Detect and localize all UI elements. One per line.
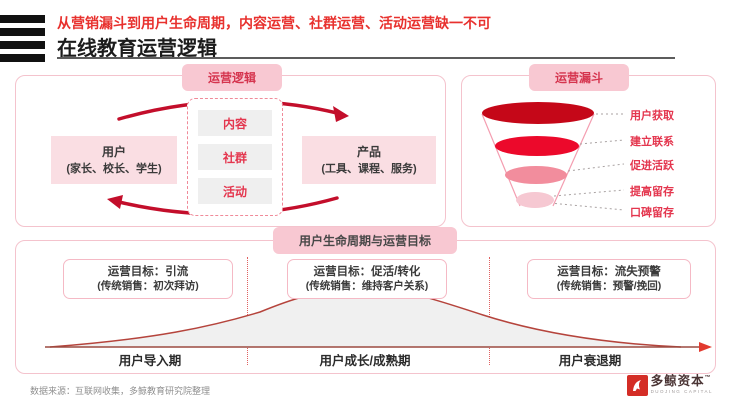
phase-divider xyxy=(489,257,490,365)
goal-subtitle: (传统销售：初次拜访) xyxy=(97,280,199,293)
user-box-title: 用户 xyxy=(101,144,126,159)
menu-icon[interactable] xyxy=(0,15,45,67)
leader-line xyxy=(553,189,625,197)
funnel-label-wom-retain: 口碑留存 xyxy=(630,207,674,219)
activity-item: 活动 xyxy=(198,178,272,204)
funnel-label-retain: 提高留存 xyxy=(630,186,674,198)
product-box: 产品 (工具、课程、服务) xyxy=(302,136,436,184)
goal-title: 运营目标：流失预警 xyxy=(557,266,661,279)
leader-line xyxy=(567,163,625,172)
user-box-subtitle: (家长、校长、学生) xyxy=(66,162,162,175)
logo-subtext: DUOJING CAPITAL xyxy=(650,388,713,394)
company-logo: 多鲸资本™ DUOJING CAPITAL xyxy=(626,374,713,396)
goal-box-decline: 运营目标：流失预警 (传统销售：预警/挽回) xyxy=(527,259,691,299)
funnel-side-left xyxy=(481,113,521,207)
lifecycle-curve-area xyxy=(50,288,681,347)
menu-icon-bar xyxy=(0,41,45,49)
menu-icon-bar xyxy=(0,54,45,62)
operations-middle-box: 内容 社群 活动 xyxy=(187,98,283,216)
content-item: 内容 xyxy=(198,110,272,136)
funnel-stage-activate xyxy=(505,166,567,184)
operations-funnel-panel: 用户获取 建立联系 促进活跃 提高留存 口碑留存 xyxy=(461,75,716,227)
funnel-stage-retain xyxy=(516,192,554,208)
menu-icon-bar xyxy=(0,28,45,36)
phase-label-decline: 用户衰退期 xyxy=(558,354,622,368)
funnel-label-acquisition: 用户获取 xyxy=(630,110,674,122)
goal-title: 运营目标：促活/转化 xyxy=(313,266,421,279)
data-source-note: 数据来源：互联网收集，多鲸教育研究院整理 xyxy=(30,386,211,396)
funnel-label-connect: 建立联系 xyxy=(630,136,674,148)
menu-icon-bar xyxy=(0,15,45,23)
whale-logo-icon xyxy=(626,375,648,396)
logic-panel-badge: 运营逻辑 xyxy=(181,64,283,91)
funnel-chart xyxy=(481,102,625,211)
phase-label-growth: 用户成长/成熟期 xyxy=(319,354,411,368)
goal-subtitle: (传统销售：维持客户关系) xyxy=(305,280,429,293)
leader-line xyxy=(549,202,625,211)
funnel-panel-badge: 运营漏斗 xyxy=(528,64,630,91)
product-box-title: 产品 xyxy=(356,144,381,159)
cycle-arrow-top-head xyxy=(333,106,349,122)
phase-divider xyxy=(247,257,248,365)
timeline-arrow-head xyxy=(699,342,712,352)
funnel-side-right xyxy=(552,113,595,207)
title-underline xyxy=(57,57,675,59)
goal-title: 运营目标：引流 xyxy=(107,266,189,279)
funnel-stage-connect xyxy=(495,136,579,156)
phase-label-intro: 用户导入期 xyxy=(118,354,182,368)
community-item: 社群 xyxy=(198,144,272,170)
goal-box-intro: 运营目标：引流 (传统销售：初次拜访) xyxy=(63,259,233,299)
product-box-subtitle: (工具、课程、服务) xyxy=(321,162,417,175)
logo-wordmark: 多鲸资本™ xyxy=(650,374,712,388)
cycle-arrow-bottom-head xyxy=(107,195,123,209)
slide-subtitle: 从营销漏斗到用户生命周期，内容运营、社群运营、活动运营缺一不可 xyxy=(57,15,491,31)
lifecycle-panel-badge: 用户生命周期与运营目标 xyxy=(272,227,458,254)
user-box: 用户 (家长、校长、学生) xyxy=(51,136,177,184)
slide-title: 在线教育运营逻辑 xyxy=(57,38,217,60)
funnel-stage-acquisition xyxy=(482,102,594,124)
leader-line xyxy=(579,139,625,145)
funnel-label-activate: 促进活跃 xyxy=(630,160,674,172)
goal-subtitle: (传统销售：预警/挽回) xyxy=(556,280,662,293)
goal-box-growth: 运营目标：促活/转化 (传统销售：维持客户关系) xyxy=(287,259,447,299)
